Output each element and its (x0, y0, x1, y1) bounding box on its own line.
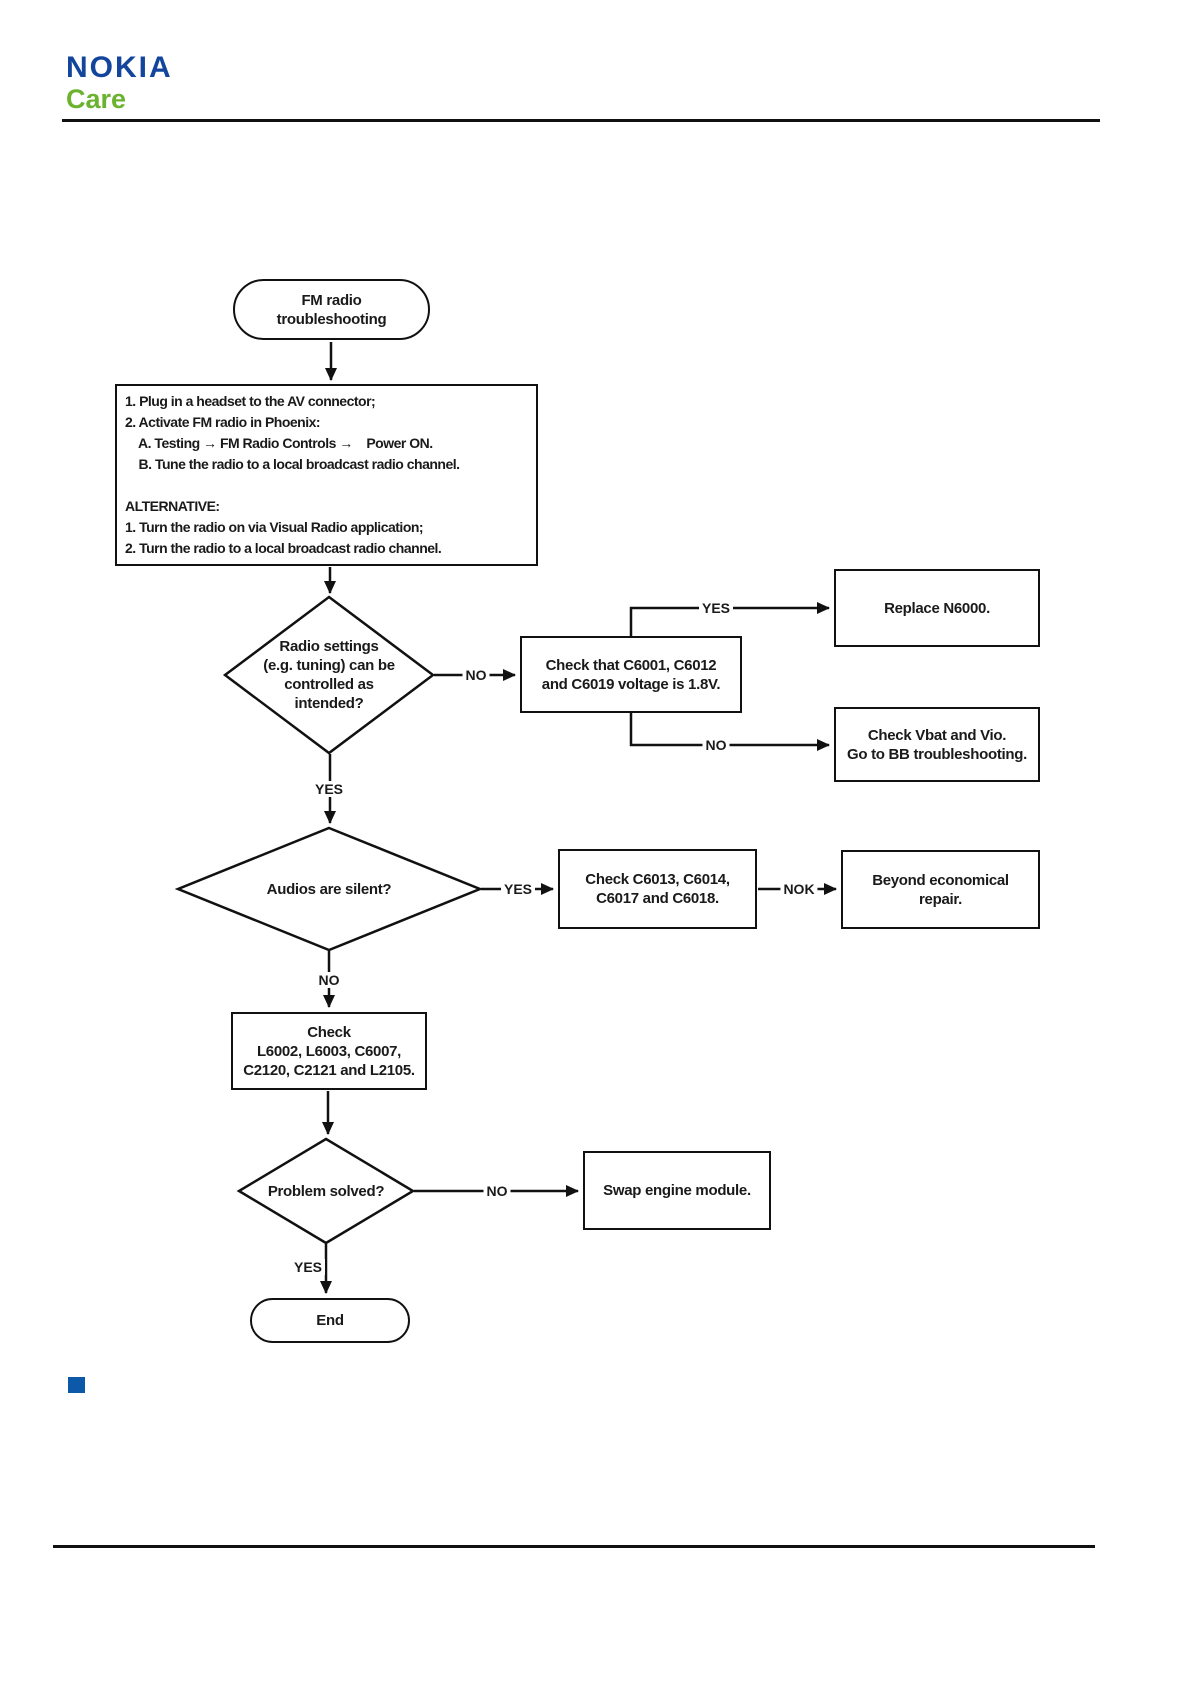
edge-label-yes-to-replace: YES (698, 600, 734, 616)
instructions-box: 1. Plug in a headset to the AV connector… (115, 384, 538, 566)
header-rule (62, 119, 1100, 122)
edge-label-yes-to-audios: YES (311, 781, 347, 797)
footer-rule (53, 1545, 1095, 1548)
end-terminator: End (250, 1298, 410, 1343)
check-audio-caps-box: Check C6013, C6014, C6017 and C6018. (558, 849, 757, 929)
nokia-logo: NOKIA (66, 51, 173, 84)
care-logo: Care (66, 84, 127, 114)
check-vbat-box: Check Vbat and Vio. Go to BB troubleshoo… (834, 707, 1040, 782)
edge-label-yes-to-caps: YES (500, 881, 536, 897)
decision-problem-solved-label: Problem solved? (267, 1182, 385, 1200)
swap-engine-box: Swap engine module. (583, 1151, 771, 1230)
edge-label-yes-to-end: YES (290, 1259, 326, 1275)
arrow-voltage-yes (629, 602, 830, 637)
edge-label-no-to-swap: NO (483, 1183, 511, 1199)
check-voltage-box: Check that C6001, C6012 and C6019 voltag… (520, 636, 742, 713)
replace-n6000-box: Replace N6000. (834, 569, 1040, 647)
arrow-voltage-no (629, 712, 830, 751)
decision-diamond-audios-silent (174, 826, 484, 952)
decision-diamond-problem-solved (236, 1137, 416, 1245)
edge-label-nok-to-beyond: NOK (780, 881, 818, 897)
beyond-repair-box: Beyond economical repair. (841, 850, 1040, 929)
list-bullet-square (68, 1377, 85, 1393)
check-coils-box: Check L6002, L6003, C6007, C2120, C2121 … (231, 1012, 427, 1090)
decision-diamond-radio-settings (222, 595, 436, 755)
decision-audios-silent-label: Audios are silent? (266, 880, 392, 898)
edge-label-no-to-voltage: NO (462, 667, 490, 683)
edge-label-no-to-vbat: NO (702, 737, 730, 753)
edge-label-no-to-coils: NO (315, 972, 343, 988)
start-terminator: FM radio troubleshooting (233, 279, 430, 340)
decision-radio-settings-label: Radio settings (e.g. tuning) can be cont… (263, 638, 395, 712)
